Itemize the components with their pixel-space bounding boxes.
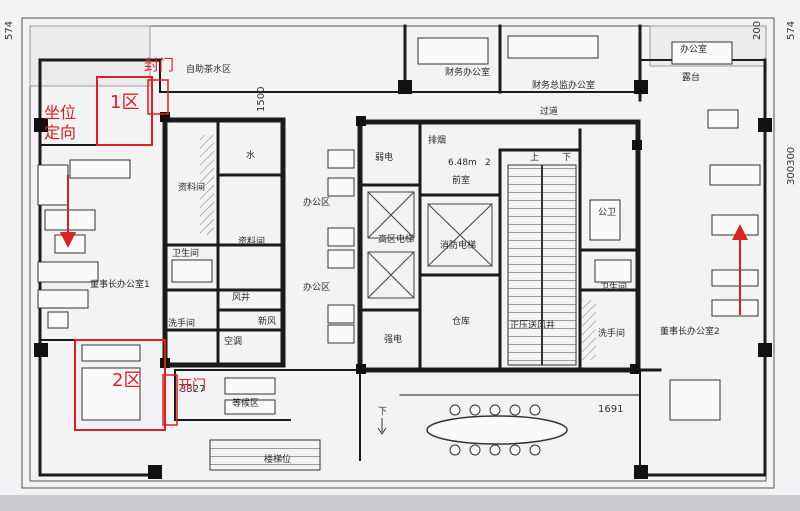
down-arrow-icon (377, 418, 387, 435)
open-door-label: 开门 (178, 378, 206, 394)
number-marker: 2 (485, 158, 491, 168)
room-strong-current: 强电 (384, 333, 402, 345)
room-tea-water-area: 自助茶水区 (186, 63, 231, 75)
walls (38, 24, 767, 477)
room-finance-office: 财务办公室 (445, 66, 490, 78)
stair-up-marker: 上 (530, 152, 539, 163)
red-annotations: 1区 封门 坐位 定向 2区 开门 (44, 56, 748, 431)
room-waiting-area: 等候区 (232, 397, 259, 409)
room-office-area-1: 办公区 (303, 196, 330, 208)
room-archive-1: 资料间 (178, 181, 205, 193)
down-arrow-label: 下 (378, 407, 387, 417)
stair-down-marker: 下 (562, 153, 571, 163)
dimension-3327: 3327 (180, 384, 205, 395)
room-stair-zone: 楼梯位 (264, 453, 291, 465)
room-storage: 仓库 (452, 315, 470, 327)
dimension-1691: 1691 (598, 404, 623, 415)
elevation-marker: 6.48m (448, 158, 477, 168)
room-finance-director: 财务总监办公室 (532, 79, 595, 91)
room-chairman-office-1: 董事长办公室1 (90, 278, 150, 290)
room-toilet-2: 卫生间 (600, 281, 627, 293)
dimensions: 1500 1691 3327 300300 200 574 574 (4, 21, 797, 415)
room-labels: 办公室 财务办公室 财务总监办公室 过道 自助茶水区 水 资料间 资料间 弱电 … (90, 43, 720, 465)
desk-shadow-bottom (0, 495, 800, 511)
dimension-300300: 300300 (786, 147, 797, 185)
room-pressurized-shaft: 正压送风井 (510, 319, 555, 331)
room-fresh-air: 新风 (258, 315, 276, 327)
structural-columns (34, 80, 772, 479)
lower-stair (209, 439, 321, 471)
furniture (37, 35, 761, 421)
room-office-area-2: 办公区 (303, 281, 330, 293)
plan-markers: 6.48m 2 上 下 下 (377, 152, 571, 435)
room-corridor: 过道 (540, 105, 558, 117)
room-smoke-exhaust: 排烟 (428, 134, 446, 146)
room-fire-elevator: 消防电梯 (440, 239, 476, 251)
seat-orientation-label-1: 坐位 (44, 103, 76, 122)
room-air-conditioning: 空调 (224, 335, 242, 347)
open-door-box (162, 374, 178, 426)
dimension-200: 200 (752, 21, 763, 40)
zone2-label: 2区 (112, 370, 141, 391)
conference-chairs (449, 404, 541, 456)
pressurized-shaft-hatch (582, 300, 596, 360)
room-public-toilet: 公卫 (598, 207, 616, 218)
room-washroom-2: 洗手间 (598, 327, 625, 339)
room-anteroom: 前室 (452, 174, 470, 186)
seat-orientation-label-2: 定向 (44, 123, 76, 142)
seal-door-label: 封门 (144, 56, 174, 74)
room-high-zone-elevator: 高区电梯 (378, 233, 414, 245)
zone1-box (96, 76, 153, 146)
room-archive-2: 资料间 (238, 235, 265, 247)
room-water: 水 (246, 149, 255, 161)
dimension-1500: 1500 (256, 87, 267, 112)
room-wind-shaft: 风井 (232, 291, 250, 303)
elevator-shafts (367, 191, 493, 299)
room-terrace: 露台 (682, 71, 700, 83)
dimension-574-right: 574 (786, 21, 797, 40)
left-shaft-hatch (200, 135, 214, 235)
zone1-label: 1区 (110, 92, 139, 113)
room-washroom-1: 洗手间 (168, 317, 195, 329)
conference-table (426, 415, 568, 445)
seal-door-box (147, 79, 169, 115)
room-chairman-office-2: 董事长办公室2 (660, 325, 720, 337)
room-office: 办公室 (680, 43, 707, 55)
zone2-box (74, 339, 166, 431)
room-toilet-1: 卫生间 (172, 247, 199, 259)
dimension-574-left: 574 (4, 21, 15, 40)
room-weak-current: 弱电 (375, 151, 393, 163)
